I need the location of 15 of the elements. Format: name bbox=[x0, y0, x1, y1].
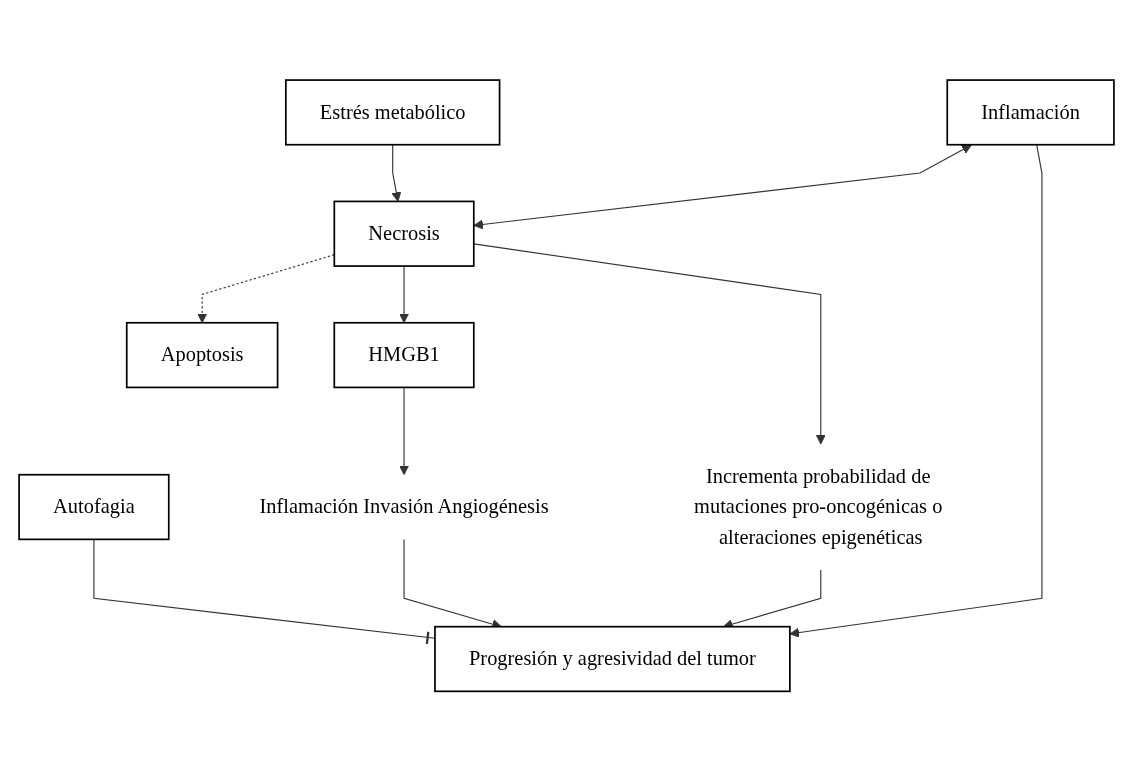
node-text: Incrementa probabilidad de mutaciones pro-oncogénicas o alteraciones epigenéticas bbox=[694, 464, 943, 549]
node-box: HMGB1 bbox=[333, 322, 475, 389]
arrow bbox=[399, 265, 410, 324]
arrow bbox=[473, 243, 826, 445]
node-box: Apoptosis bbox=[125, 322, 279, 389]
node-box: Progresión y agresividad del tumor bbox=[434, 626, 791, 693]
node-box: Necrosis bbox=[333, 200, 475, 268]
node-box: Autofagia bbox=[18, 474, 170, 541]
arrow bbox=[391, 144, 402, 203]
node-text: Inflamación Invasión Angiogénesis bbox=[259, 495, 549, 519]
node-box: Inflamación bbox=[946, 79, 1115, 146]
node-box: Estrés metabólico bbox=[285, 79, 501, 146]
arrow bbox=[789, 144, 1043, 638]
arrow bbox=[473, 144, 972, 230]
arrow bbox=[399, 387, 410, 476]
